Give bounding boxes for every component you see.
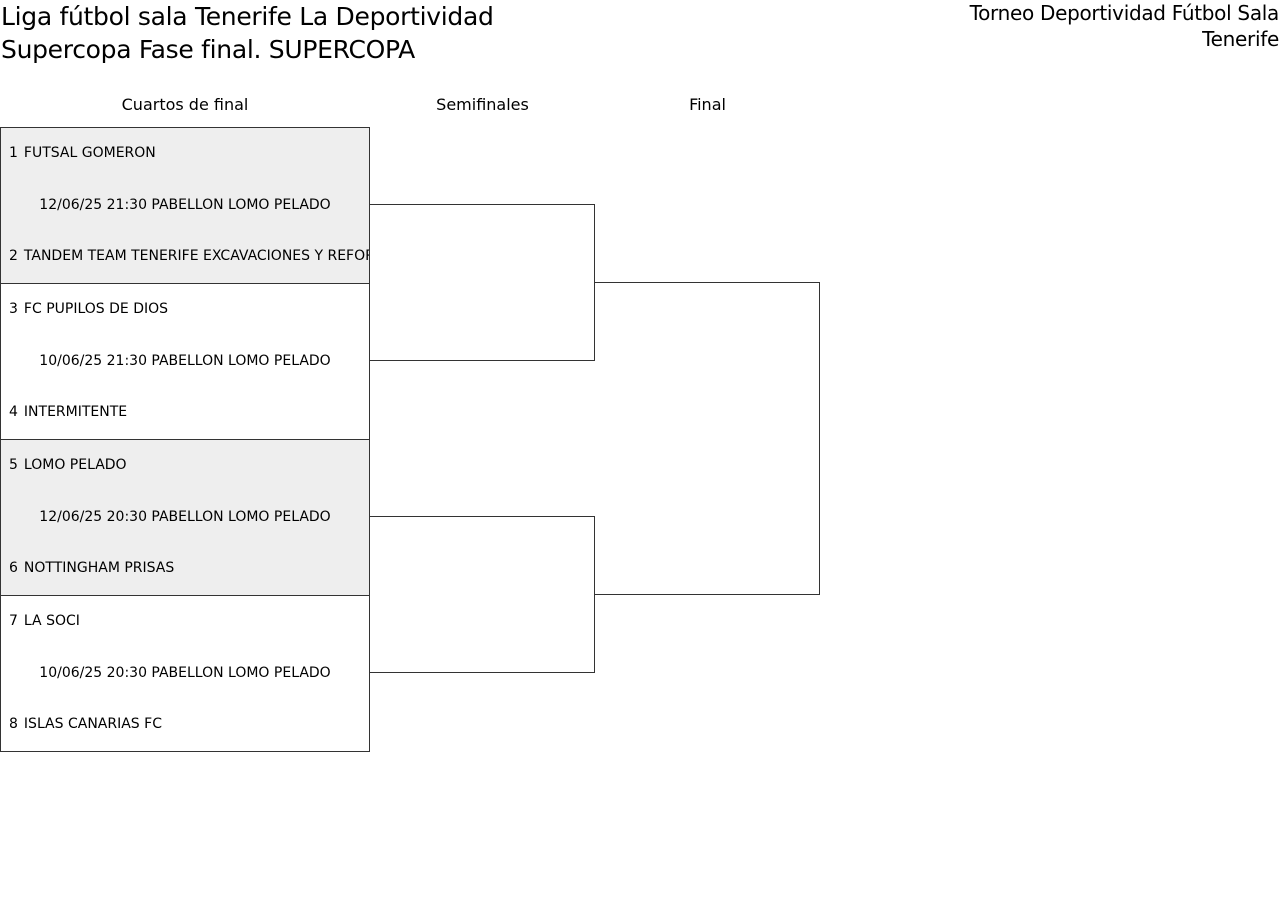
final-bracket[interactable] (595, 282, 820, 595)
team-seed: 4 (9, 404, 18, 420)
team-seed: 3 (9, 301, 18, 317)
team-name: INTERMITENTE (23, 404, 128, 420)
match-card-2[interactable]: 3 FC PUPILOS DE DIOS 10/06/25 21:30 PABEL… (0, 283, 370, 440)
team-name: TANDEM TEAM TENERIFE EXCAVACIONES Y REFO… (23, 248, 370, 264)
team-name: ISLAS CANARIAS FC (23, 716, 162, 732)
team-seed: 5 (9, 457, 18, 473)
semifinal-bracket-bottom[interactable] (370, 516, 595, 673)
semifinal-bracket-top[interactable] (370, 204, 595, 361)
team-slot-6[interactable]: 6 NOTTINGHAM PRISAS (9, 559, 174, 577)
match-schedule: 12/06/25 20:30 PABELLON LOMO PELADO (39, 509, 331, 525)
team-slot-3[interactable]: 3 FC PUPILOS DE DIOS (9, 300, 168, 318)
team-name: FC PUPILOS DE DIOS (23, 301, 169, 317)
match-card-3[interactable]: 5 LOMO PELADO 12/06/25 20:30 PABELLON LOM… (0, 439, 370, 596)
round-header-final: Final (689, 95, 726, 114)
team-slot-5[interactable]: 5 LOMO PELADO (9, 456, 127, 474)
team-slot-1[interactable]: 1 FUTSAL GOMERON (9, 144, 156, 162)
team-slot-8[interactable]: 8 ISLAS CANARIAS FC (9, 715, 162, 733)
match-card-1[interactable]: 1 FUTSAL GOMERON 12/06/25 21:30 PABELLON … (0, 127, 370, 284)
team-name: LA SOCI (23, 613, 80, 629)
round-header-quarterfinals: Cuartos de final (121, 95, 249, 114)
team-seed: 7 (9, 613, 18, 629)
team-name: NOTTINGHAM PRISAS (23, 560, 175, 576)
team-seed: 8 (9, 716, 18, 732)
team-slot-7[interactable]: 7 LA SOCI (9, 612, 80, 630)
match-card-4[interactable]: 7 LA SOCI 10/06/25 20:30 PABELLON LOMO PE… (0, 595, 370, 752)
team-seed: 2 (9, 248, 18, 264)
competition-title-line-2: Supercopa Fase final. SUPERCOPA (1, 35, 415, 64)
round-header-semifinals: Semifinales (436, 95, 529, 114)
team-seed: 6 (9, 560, 18, 576)
competition-title: Liga fútbol sala Tenerife La Deportivida… (1, 0, 494, 66)
team-slot-4[interactable]: 4 INTERMITENTE (9, 403, 127, 421)
organizer-name-line-2: Tenerife (1202, 27, 1279, 51)
match-schedule: 10/06/25 20:30 PABELLON LOMO PELADO (39, 665, 331, 681)
team-name: LOMO PELADO (23, 457, 127, 473)
competition-title-line-1: Liga fútbol sala Tenerife La Deportivida… (1, 2, 494, 31)
team-slot-2[interactable]: 2 TANDEM TEAM TENERIFE EXCAVACIONES Y REF… (9, 247, 370, 265)
match-schedule: 12/06/25 21:30 PABELLON LOMO PELADO (39, 197, 331, 213)
match-schedule: 10/06/25 21:30 PABELLON LOMO PELADO (39, 353, 331, 369)
organizer-name: Torneo Deportividad Fútbol Sala Tenerife (859, 0, 1280, 52)
team-name: FUTSAL GOMERON (23, 145, 156, 161)
organizer-name-line-1: Torneo Deportividad Fútbol Sala (969, 1, 1280, 25)
team-seed: 1 (9, 145, 18, 161)
